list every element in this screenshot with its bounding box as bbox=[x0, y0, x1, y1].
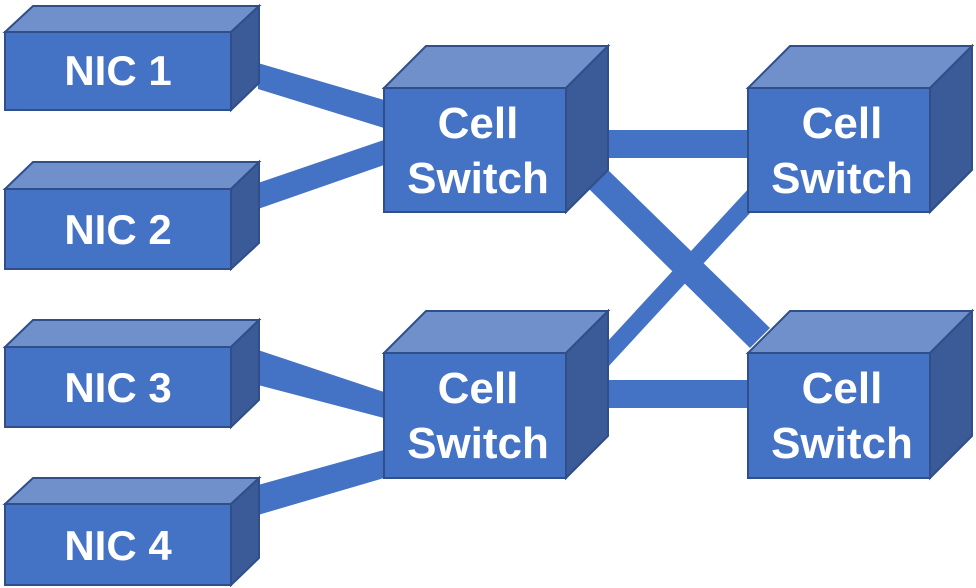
link-nic2-switch1 bbox=[258, 140, 384, 209]
cell-switch-3: Cell Switch bbox=[745, 43, 975, 215]
link-nic3-switch2 bbox=[258, 350, 384, 418]
cell-switch-2: Cell Switch bbox=[381, 308, 611, 481]
nic-label: NIC 4 bbox=[64, 522, 172, 569]
nic-label: NIC 2 bbox=[64, 206, 171, 253]
link-switch1-switch4 bbox=[588, 170, 770, 348]
switch-label-line1: Cell bbox=[438, 364, 519, 413]
link-switch2-switch3 bbox=[607, 186, 751, 368]
switch-label-line1: Cell bbox=[438, 99, 519, 148]
switch-label-line2: Switch bbox=[407, 419, 549, 468]
links bbox=[258, 63, 770, 515]
cell-switch-1: Cell Switch bbox=[381, 43, 611, 215]
link-nic4-switch2 bbox=[258, 450, 384, 515]
switch-label-line2: Switch bbox=[771, 154, 913, 203]
link-switch1-switch3 bbox=[605, 130, 751, 158]
link-switch2-switch4 bbox=[605, 380, 751, 408]
switch-label-line1: Cell bbox=[802, 364, 883, 413]
switch-label-line2: Switch bbox=[771, 419, 913, 468]
nic-label: NIC 1 bbox=[64, 47, 171, 94]
nic-label: NIC 3 bbox=[64, 364, 171, 411]
switch-label-line1: Cell bbox=[802, 99, 883, 148]
nic-box-3: NIC 3 bbox=[2, 317, 262, 430]
switch-label-line2: Switch bbox=[407, 154, 549, 203]
link-nic1-switch1 bbox=[258, 63, 384, 128]
cell-switch-4: Cell Switch bbox=[745, 308, 975, 481]
nic-box-1: NIC 1 bbox=[2, 3, 262, 113]
nic-box-4: NIC 4 bbox=[2, 475, 262, 588]
nic-box-2: NIC 2 bbox=[2, 159, 262, 272]
